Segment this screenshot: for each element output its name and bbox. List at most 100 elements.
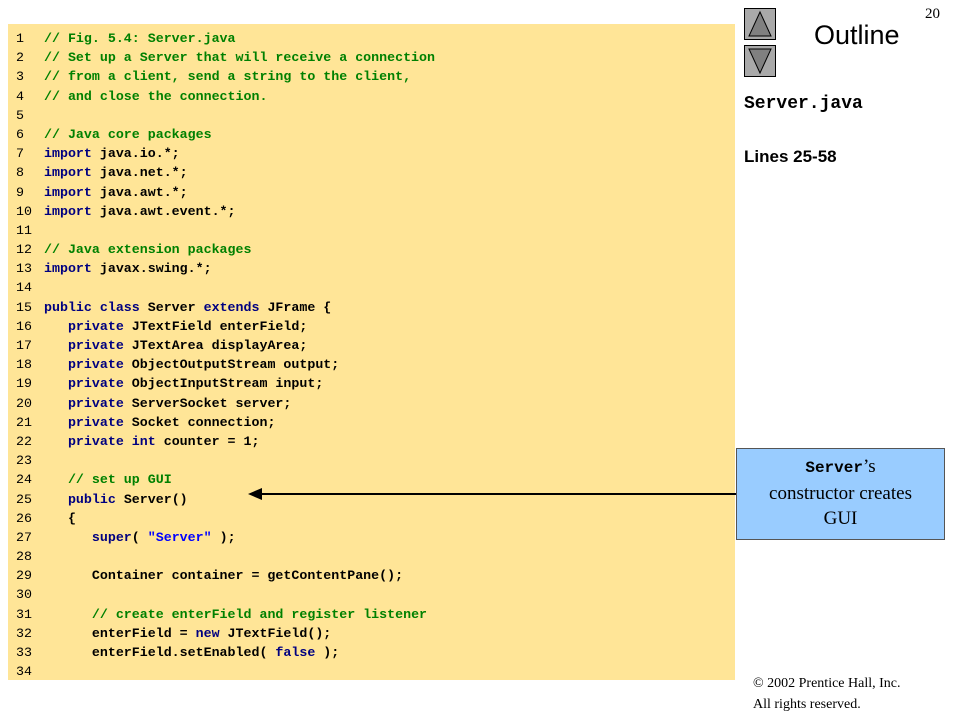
code-token [44, 396, 68, 411]
line-number: 30 [16, 587, 32, 603]
line-number: 6 [16, 126, 24, 142]
code-token: private [67, 357, 124, 373]
copyright-line2: All rights reserved. [753, 697, 861, 712]
previous-slide-button[interactable] [744, 8, 776, 40]
slide-number: 20 [925, 6, 940, 22]
code-line: 19 private ObjectInputStream input; [16, 374, 435, 393]
code-line: 18 private ObjectOutputStream output; [16, 355, 435, 374]
code-token [44, 607, 92, 622]
code-token: // Fig. 5.4: Server.java [44, 31, 236, 46]
line-number: 3 [16, 69, 24, 85]
code-line: 16 private JTextField enterField; [16, 317, 435, 336]
line-number: 4 [16, 88, 24, 104]
code-token: JTextArea displayArea; [123, 338, 308, 353]
code-token: // and close the connection. [44, 88, 268, 104]
code-token: import [44, 165, 92, 181]
line-number: 2 [16, 50, 24, 66]
code-line: 6// Java core packages [16, 125, 435, 144]
code-token: ObjectInputStream input; [123, 376, 324, 392]
callout-possessive: ’s [862, 456, 876, 477]
line-number: 28 [16, 549, 32, 565]
code-token: ObjectOutputStream output; [123, 357, 340, 373]
line-number: 10 [16, 203, 32, 219]
line-number: 8 [16, 165, 24, 181]
code-line: 22 private int counter = 1; [16, 432, 435, 451]
code-line: 21 private Socket connection; [16, 413, 435, 432]
code-token: // create enterField and register listen… [91, 606, 428, 622]
code-line: 33 enterField.setEnabled( false ); [16, 643, 435, 662]
code-token: ); [211, 529, 236, 545]
line-number: 22 [16, 433, 32, 449]
line-number: 26 [16, 510, 32, 526]
line-number: 23 [16, 453, 32, 469]
code-line: 11 [16, 221, 435, 240]
code-token: extends [203, 299, 260, 315]
code-token [44, 530, 92, 545]
line-number: 11 [16, 222, 32, 238]
code-token [44, 357, 68, 372]
code-token: "Server" [147, 529, 212, 545]
code-token: enterField.setEnabled( [44, 645, 276, 660]
code-line: 10 import java.awt.event.*; [16, 202, 435, 221]
code-token: JTextField enterField; [123, 318, 308, 334]
copyright-line1: © 2002 Prentice Hall, Inc. [753, 676, 901, 691]
line-number: 34 [16, 664, 32, 680]
line-number: 19 [16, 376, 32, 392]
code-line: 25 public Server() [16, 490, 435, 509]
code-token: java.awt.event.*; [91, 203, 236, 219]
line-number: 24 [16, 472, 32, 488]
code-line: 30 [16, 585, 435, 604]
code-token: private [67, 395, 124, 411]
code-line: 24 // set up GUI [16, 470, 435, 489]
code-token: private [67, 338, 124, 353]
line-number: 20 [16, 395, 32, 411]
code-line: 31 // create enterField and register lis… [16, 605, 435, 624]
code-token: ServerSocket server; [123, 395, 292, 411]
code-token [44, 415, 68, 430]
code-token: javax.swing.*; [91, 261, 212, 277]
line-number: 16 [16, 318, 32, 334]
code-token: // Set up a Server that will receive a c… [44, 50, 435, 66]
callout-box: Server’s constructor creates GUI [736, 448, 945, 540]
line-number: 9 [16, 184, 24, 200]
line-number: 21 [16, 414, 32, 430]
code-token [44, 319, 68, 334]
code-token: import [44, 184, 92, 200]
code-line: 12// Java extension packages [16, 240, 435, 259]
code-line: 9 import java.awt.*; [16, 183, 435, 202]
line-number: 5 [16, 107, 24, 123]
next-slide-button[interactable] [744, 45, 776, 77]
code-line: 28 [16, 547, 435, 566]
code-token: JTextField(); [219, 625, 332, 641]
code-token: import [44, 203, 92, 219]
code-line: 17 private JTextArea displayArea; [16, 336, 435, 355]
code-token: private [67, 318, 124, 334]
code-line: 34 [16, 662, 435, 681]
outline-label: Outline [814, 20, 900, 50]
code-token: import [44, 146, 92, 162]
triangle-up-icon [748, 10, 772, 37]
code-line: 27 super( "Server" ); [16, 528, 435, 547]
code-token: JFrame { [259, 299, 332, 315]
code-token: { [44, 510, 76, 526]
code-line: 3 // from a client, send a string to the … [16, 67, 435, 86]
line-number: 17 [16, 338, 32, 353]
code-token: ( [131, 529, 148, 545]
line-number: 33 [16, 645, 32, 660]
code-token: java.awt.*; [91, 184, 188, 200]
code-token: enterField = [44, 625, 196, 641]
code-token: java.io.*; [91, 146, 180, 162]
code-line: 23 [16, 451, 435, 470]
code-token: Socket connection; [123, 414, 276, 430]
line-number: 15 [16, 299, 32, 315]
code-token: super [91, 529, 132, 545]
line-number: 12 [16, 242, 32, 258]
code-token [44, 434, 68, 449]
code-token: // from a client, send a string to the c… [44, 69, 412, 85]
line-number: 27 [16, 529, 32, 545]
copyright: © 2002 Prentice Hall, Inc. All rights re… [753, 673, 901, 715]
